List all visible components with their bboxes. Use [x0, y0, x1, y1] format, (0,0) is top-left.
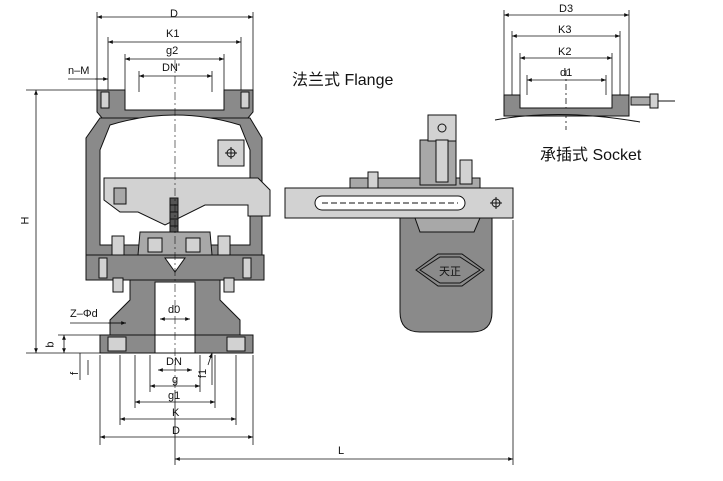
label-H: H — [19, 216, 32, 225]
label-b: b — [44, 341, 57, 348]
socket-detail — [503, 10, 630, 130]
label-K1: K1 — [166, 28, 180, 40]
logo-text: 天正 — [439, 266, 461, 278]
label-g1: g1 — [168, 390, 181, 402]
label-d1: d1 — [560, 67, 573, 79]
label-D-top: D — [170, 8, 178, 20]
caption-socket: 承插式 Socket — [540, 147, 642, 164]
label-DN-prime: DN' — [162, 62, 180, 74]
label-g: g — [172, 374, 179, 386]
label-K2: K2 — [558, 46, 572, 58]
label-g2: g2 — [166, 45, 179, 57]
bottom-dimension-lines — [58, 317, 254, 445]
label-n-M: n–M — [68, 65, 90, 77]
label-Z-phi-d: Z–Φd — [70, 308, 98, 320]
label-DN-bottom: DN — [166, 356, 182, 368]
length-dimension — [174, 220, 514, 465]
label-D3: D3 — [559, 3, 574, 15]
label-K3: K3 — [558, 24, 572, 36]
top-dimension-lines — [68, 12, 254, 95]
caption-flange: 法兰式 Flange — [292, 72, 394, 89]
label-K: K — [172, 407, 180, 419]
label-D-bottom: D — [172, 425, 180, 437]
label-d0: d0 — [168, 304, 181, 316]
socket-body — [494, 93, 675, 123]
weight-arm-assembly — [284, 114, 514, 333]
label-f1: f1 — [197, 368, 210, 379]
label-f: f — [69, 371, 82, 376]
height-dimension — [26, 89, 110, 354]
label-L: L — [338, 445, 345, 457]
